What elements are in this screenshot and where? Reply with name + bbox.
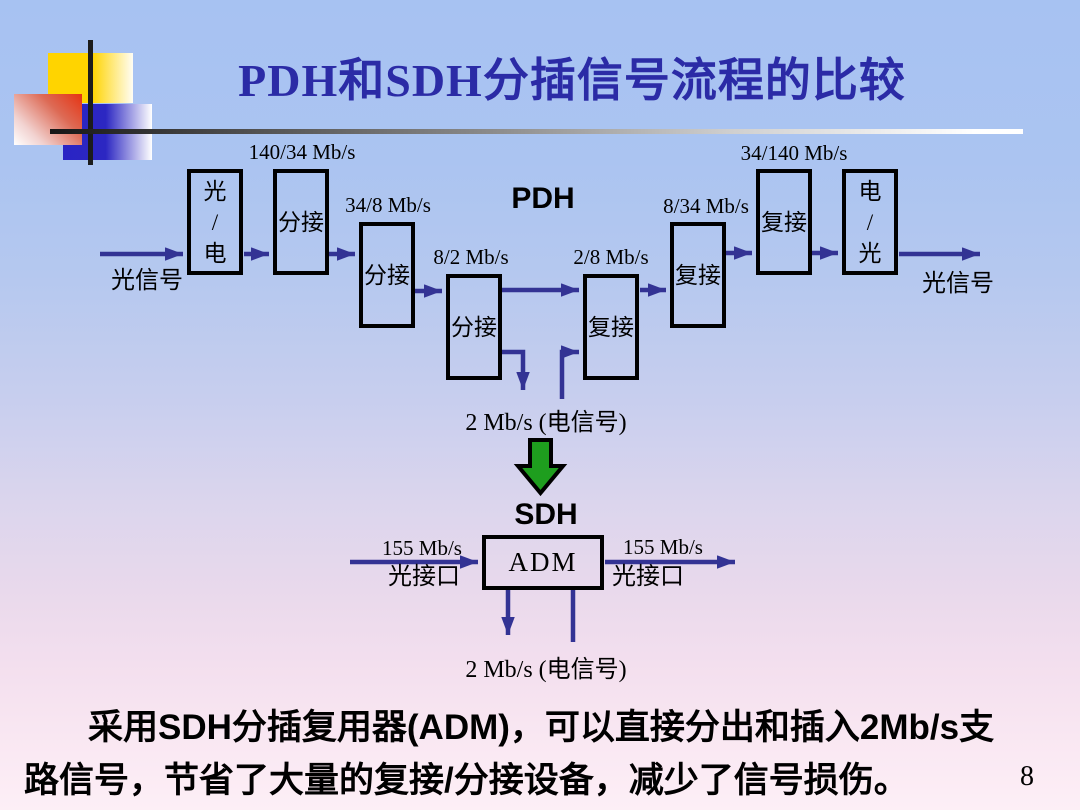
adm-label: ADM (508, 547, 578, 577)
box-optical-to-electrical: 光 / 电 (187, 169, 243, 275)
rate-label-34-140: 34/140 Mb/s (740, 141, 848, 165)
box-text: 复接 (675, 262, 721, 288)
title-rule (50, 129, 1023, 134)
sdh-rate-label-left: 155 Mb/s (382, 536, 462, 560)
box-adm: ADM (482, 535, 604, 590)
box-text: 电 (858, 178, 882, 204)
rate-label-8-34: 8/34 Mb/s (663, 194, 749, 218)
box-mux-2-8: 复接 (583, 274, 639, 380)
box-mux-34-140: 复接 (756, 169, 812, 275)
pdh-section-label: PDH (511, 182, 575, 215)
optical-port-label-right: 光接口 (612, 564, 684, 590)
box-text: 复接 (588, 314, 634, 340)
deco-vertical-line (88, 40, 93, 165)
box-electrical-to-optical: 电 / 光 (842, 169, 898, 275)
box-text: 电 (203, 240, 227, 266)
rate-label-34-8: 34/8 Mb/s (345, 193, 431, 217)
caption-line-1: 采用SDH分插复用器(ADM)，可以直接分出和插入2Mb/s支 (88, 708, 995, 747)
sdh-rate-label-right: 155 Mb/s (623, 535, 703, 559)
caption-line-2: 路信号，节省了大量的复接/分接设备，减少了信号损伤。 (24, 761, 909, 800)
slide-title: PDH和SDH分插信号流程的比较 (238, 55, 906, 106)
box-mux-8-34: 复接 (670, 222, 726, 328)
green-down-arrow (513, 438, 568, 497)
box-demux-140-34: 分接 (273, 169, 329, 275)
box-demux-34-8: 分接 (359, 222, 415, 328)
rate-label-8-2: 8/2 Mb/s (433, 245, 509, 269)
box-text: 分接 (364, 262, 410, 288)
arrow-pdh-drop (500, 349, 530, 390)
sdh-section-label: SDH (514, 498, 578, 531)
box-text: 分接 (278, 209, 324, 235)
page-number: 8 (1020, 761, 1034, 792)
box-text: 复接 (761, 209, 807, 235)
box-text: 分接 (451, 314, 497, 340)
box-text: 光 (858, 240, 882, 266)
box-text: / (866, 209, 874, 235)
sdh-tributary-label: 2 Mb/s (电信号) (465, 657, 627, 683)
box-demux-8-2: 分接 (446, 274, 502, 380)
box-text: 光 (203, 178, 227, 204)
rate-label-2-8: 2/8 Mb/s (573, 245, 649, 269)
pdh-tributary-label: 2 Mb/s (电信号) (465, 410, 627, 436)
rate-label-140-34: 140/34 Mb/s (248, 140, 356, 164)
optical-signal-label-left: 光信号 (111, 268, 183, 294)
box-text: / (211, 209, 219, 235)
optical-port-label-left: 光接口 (388, 564, 460, 590)
arrow-pdh-insert (559, 345, 579, 399)
deco-red-square (14, 94, 82, 145)
optical-signal-label-right: 光信号 (922, 271, 994, 297)
